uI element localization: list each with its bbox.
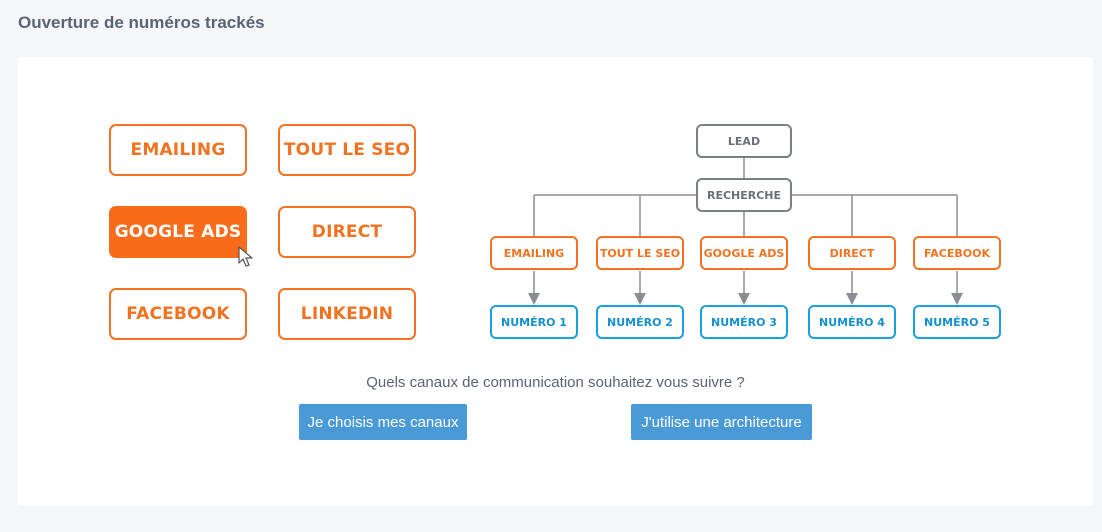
channels-question: Quels canaux de communication souhaitez … (366, 374, 745, 391)
diagram-source-node: TOUT LE SEO (596, 236, 684, 270)
channel-emailing-button[interactable]: EMAILING (109, 124, 247, 176)
diagram-number-node: NUMÉRO 5 (913, 305, 1001, 339)
channel-google-ads-button[interactable]: GOOGLE ADS (109, 206, 247, 258)
page-title: Ouverture de numéros trackés (18, 13, 265, 32)
channel-direct-button[interactable]: DIRECT (278, 206, 416, 258)
diagram-lead-node: LEAD (696, 124, 792, 158)
choose-channels-button[interactable]: Je choisis mes canaux (299, 404, 467, 440)
channel-linkedin-button[interactable]: LINKEDIN (278, 288, 416, 340)
channel-facebook-button[interactable]: FACEBOOK (109, 288, 247, 340)
diagram-connectors (528, 157, 963, 305)
channel-seo-button[interactable]: TOUT LE SEO (278, 124, 416, 176)
diagram-number-node: NUMÉRO 2 (596, 305, 684, 339)
diagram-number-node: NUMÉRO 3 (700, 305, 788, 339)
diagram-number-node: NUMÉRO 4 (808, 305, 896, 339)
diagram-source-node: DIRECT (808, 236, 896, 270)
diagram-source-node: EMAILING (490, 236, 578, 270)
mouse-cursor-icon (238, 246, 253, 267)
diagram-source-node: FACEBOOK (913, 236, 1001, 270)
diagram-number-node: NUMÉRO 1 (490, 305, 578, 339)
main-card: EMAILING TOUT LE SEO GOOGLE ADS DIRECT F… (18, 57, 1093, 506)
diagram-recherche-node: RECHERCHE (696, 178, 792, 212)
diagram-source-node: GOOGLE ADS (700, 236, 788, 270)
use-architecture-button[interactable]: J'utilise une architecture (631, 404, 812, 440)
